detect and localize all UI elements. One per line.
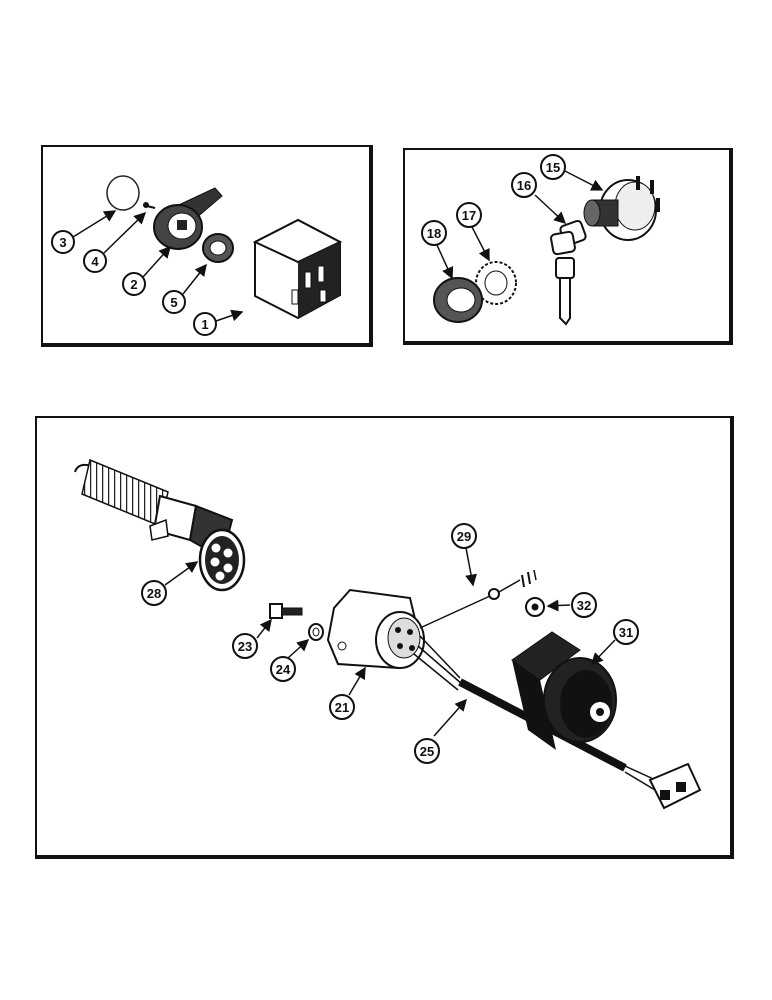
nut-part-32: [525, 597, 545, 617]
svg-text:25: 25: [420, 744, 434, 759]
leader-31: [590, 639, 616, 666]
leader-4: [103, 211, 147, 254]
callout-29: 29: [451, 523, 477, 549]
callout-4: 4: [83, 249, 107, 273]
svg-text:28: 28: [147, 586, 161, 601]
callout-24: 24: [270, 656, 296, 682]
callout-25: 25: [414, 738, 440, 764]
svg-text:18: 18: [427, 226, 441, 241]
svg-text:32: 32: [577, 598, 591, 613]
svg-text:21: 21: [335, 700, 349, 715]
callout-18: 18: [421, 220, 447, 246]
switch-knob-part: [153, 187, 223, 250]
callout-2: 2: [122, 272, 146, 296]
callout-32: 32: [571, 592, 597, 618]
svg-text:15: 15: [546, 160, 560, 175]
leader-21: [348, 666, 366, 696]
leader-15: [564, 170, 604, 191]
leader-23: [256, 618, 272, 639]
svg-text:3: 3: [59, 235, 66, 250]
ignition-switch-part: [583, 176, 660, 241]
leader-24: [287, 638, 310, 659]
nut-part-5: [202, 233, 234, 263]
leader-17: [471, 226, 490, 262]
svg-text:31: 31: [619, 625, 633, 640]
callout-1: 1: [193, 312, 217, 336]
callout-3: 3: [51, 230, 75, 254]
hex-nut-part-18: [433, 277, 483, 323]
leader-3: [72, 210, 117, 238]
socket-cover-part: [511, 631, 617, 750]
callout-15: 15: [540, 154, 566, 180]
washer-part-24: [308, 623, 324, 641]
leader-18: [436, 244, 454, 280]
callout-28: 28: [141, 580, 167, 606]
socket-housing-part: [326, 588, 425, 670]
svg-text:29: 29: [457, 529, 471, 544]
svg-text:4: 4: [91, 254, 99, 269]
callout-16: 16: [511, 172, 537, 198]
ground-wire-part: [419, 569, 537, 629]
key-part: [550, 219, 587, 326]
svg-text:17: 17: [462, 208, 476, 223]
trailer-plug-part: [74, 458, 246, 592]
callout-31: 31: [613, 619, 639, 645]
leader-5: [182, 263, 207, 295]
leader-1: [215, 309, 244, 322]
leader-16: [534, 194, 567, 225]
callout-23: 23: [232, 633, 258, 659]
svg-text:2: 2: [130, 277, 137, 292]
callout-17: 17: [456, 202, 482, 228]
leader-29: [465, 547, 477, 587]
svg-text:23: 23: [238, 639, 252, 654]
svg-text:5: 5: [170, 295, 177, 310]
svg-text:16: 16: [517, 178, 531, 193]
leader-25: [433, 698, 467, 737]
callout-5: 5: [162, 290, 186, 314]
leader-32: [546, 599, 571, 612]
svg-text:24: 24: [276, 662, 291, 677]
lens-part: [106, 175, 140, 211]
screw-part: [143, 202, 156, 209]
leader-2: [142, 245, 172, 278]
bolt-part: [269, 603, 303, 619]
flasher-unit-part: [252, 218, 343, 320]
svg-text:1: 1: [201, 317, 208, 332]
lock-washer-part: [475, 261, 517, 305]
callout-21: 21: [329, 694, 355, 720]
leader-28: [164, 561, 199, 586]
